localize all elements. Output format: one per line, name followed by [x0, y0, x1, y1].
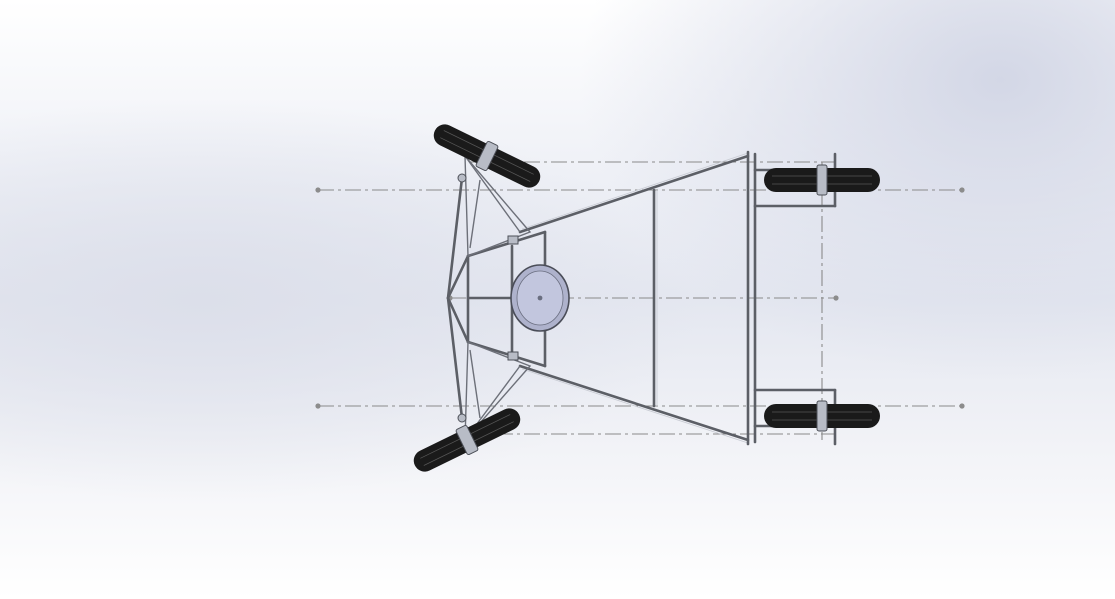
centerline-endpoint[interactable]	[315, 403, 321, 409]
front-upper-cross[interactable]	[466, 230, 547, 258]
front-upper-a-arm[interactable]	[446, 176, 464, 300]
upper-front-suspension[interactable]	[464, 154, 532, 258]
centerline-endpoint[interactable]	[959, 403, 965, 409]
lower-mount-bracket[interactable]	[507, 351, 519, 361]
rear-upper-tire[interactable]	[764, 164, 880, 196]
rear-upper-wheel-hub	[816, 164, 828, 196]
nose-upper-link[interactable]	[446, 254, 470, 300]
front-lower-a-arm[interactable]	[446, 296, 464, 420]
nose-lower-link[interactable]	[446, 296, 470, 344]
upper-mount-bracket[interactable]	[507, 235, 519, 245]
upper-kingpin[interactable]	[457, 173, 467, 183]
front-lower-tire[interactable]	[409, 402, 526, 478]
front-upper-tire[interactable]	[429, 118, 546, 194]
rear-lower-tire[interactable]	[764, 400, 880, 432]
front-upper-wheel-hub	[475, 140, 499, 172]
seat-center-point	[537, 295, 543, 301]
upper-front-brace	[464, 155, 521, 233]
upper-front-brace-2	[469, 179, 481, 249]
centerline-endpoint[interactable]	[959, 187, 965, 193]
lower-kingpin[interactable]	[457, 413, 467, 423]
rear-lower-wheel-hub	[816, 400, 828, 432]
centerlines	[315, 161, 965, 440]
lower-front-suspension[interactable]	[464, 340, 532, 442]
centerline-endpoint[interactable]	[315, 187, 321, 193]
seat-plate[interactable]	[510, 264, 570, 332]
lower-front-brace-2	[469, 349, 481, 419]
centerline-endpoint[interactable]	[833, 295, 839, 301]
lower-side-rail[interactable]	[518, 364, 750, 442]
front-lower-wheel-hub	[455, 424, 479, 456]
upper-side-rail[interactable]	[518, 154, 750, 234]
front-lower-cross[interactable]	[466, 340, 547, 368]
